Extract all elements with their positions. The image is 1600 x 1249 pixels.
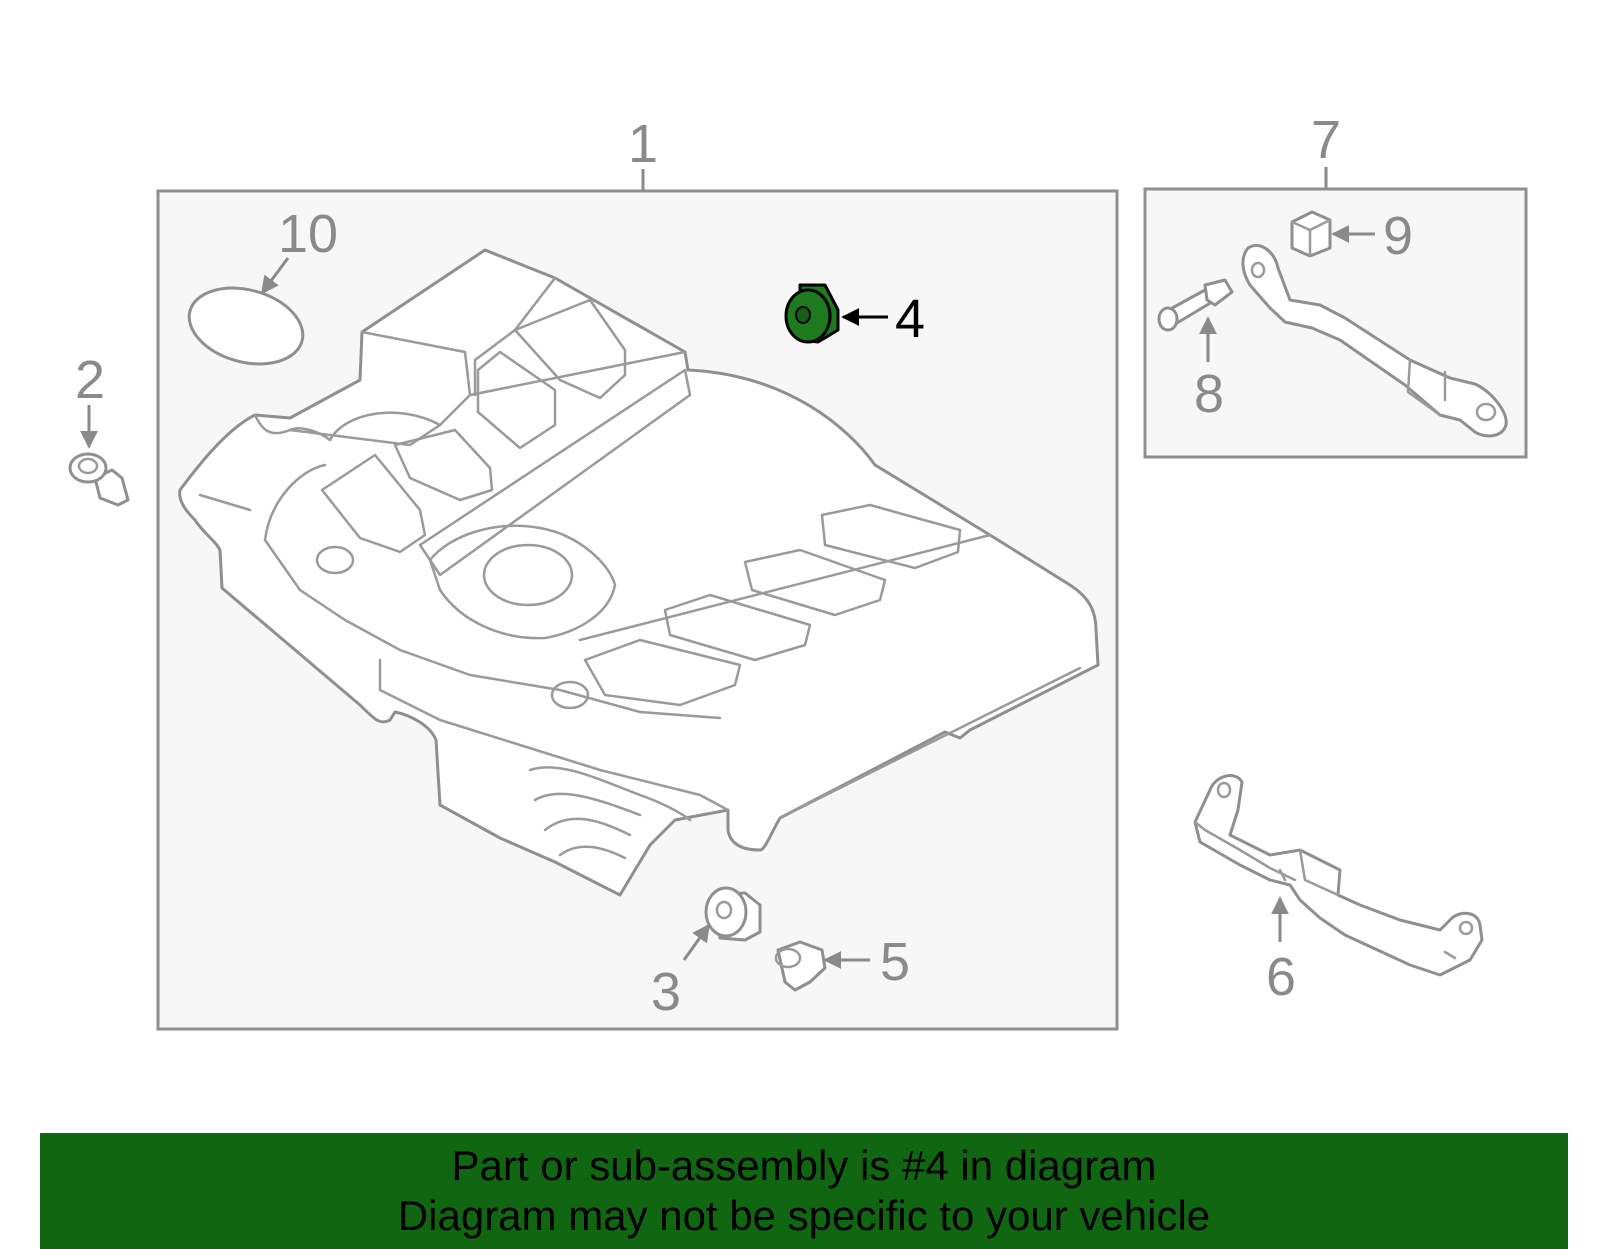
callout-3: 3 xyxy=(651,962,681,1022)
engine-cover-drawing xyxy=(178,248,1100,897)
bracket-arm-drawing xyxy=(1241,244,1508,438)
banner-line-2: Diagram may not be specific to your vehi… xyxy=(397,1192,1211,1239)
callout-6: 6 xyxy=(1266,947,1296,1007)
callout-4[interactable]: 4 xyxy=(895,289,925,349)
part-10-seal xyxy=(187,286,305,366)
callout-5: 5 xyxy=(880,932,910,992)
part-9-nut xyxy=(1290,210,1332,258)
part-5-clip xyxy=(774,940,827,992)
part-4-grommet xyxy=(784,283,840,344)
callout-8: 8 xyxy=(1194,364,1224,424)
part-6-bracket xyxy=(1193,774,1484,977)
callout-1: 1 xyxy=(628,114,658,174)
banner-line-1: Part or sub-assembly is #4 in diagram xyxy=(451,1142,1157,1189)
info-banner: Part or sub-assembly is #4 in diagram Di… xyxy=(40,1133,1568,1249)
callout-3-leader xyxy=(682,923,711,961)
callout-10: 10 xyxy=(278,204,338,264)
callout-2: 2 xyxy=(75,350,105,410)
part-8-stud xyxy=(1157,278,1234,332)
callout-7: 7 xyxy=(1311,110,1341,170)
part-3-grommet xyxy=(704,886,762,942)
callout-10-leader xyxy=(260,257,290,295)
callout-9: 9 xyxy=(1383,206,1413,266)
part-2-bolt xyxy=(68,452,130,507)
